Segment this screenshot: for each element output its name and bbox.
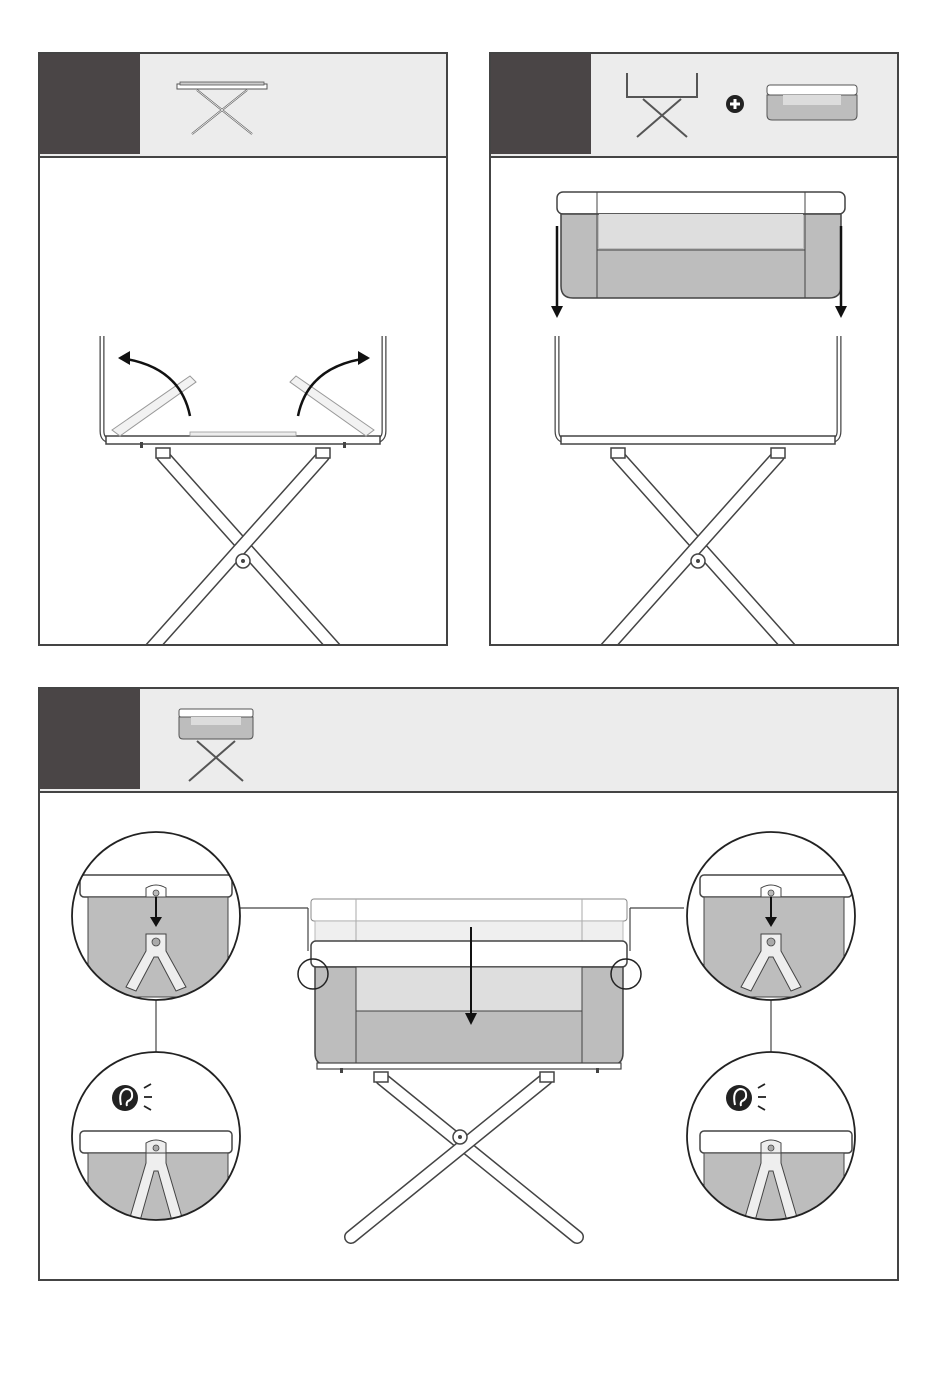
step-3-illustration [40,791,897,1279]
step-2-thumbnail-frame [621,69,703,141]
step-1-number [40,54,140,154]
detail-top-left [72,832,240,1000]
step-1-illustration [40,156,446,644]
step-1-thumbnail-frame [172,74,272,139]
detail-bottom-right [687,1052,855,1235]
step-2-number [491,54,591,154]
step-1-header [40,54,446,158]
plus-icon [725,94,745,114]
step-3-thumbnail [175,705,257,783]
step-3-number [40,689,140,789]
step-3-panel [38,687,899,1281]
step-1-panel [38,52,448,646]
step-2-thumbnail-bassinet [763,82,861,122]
step-2-header [491,54,897,158]
detail-top-right [687,832,855,1000]
step-3-header [40,689,897,793]
step-2-panel [489,52,899,646]
detail-bottom-left [72,1052,240,1235]
step-2-illustration [491,156,897,644]
